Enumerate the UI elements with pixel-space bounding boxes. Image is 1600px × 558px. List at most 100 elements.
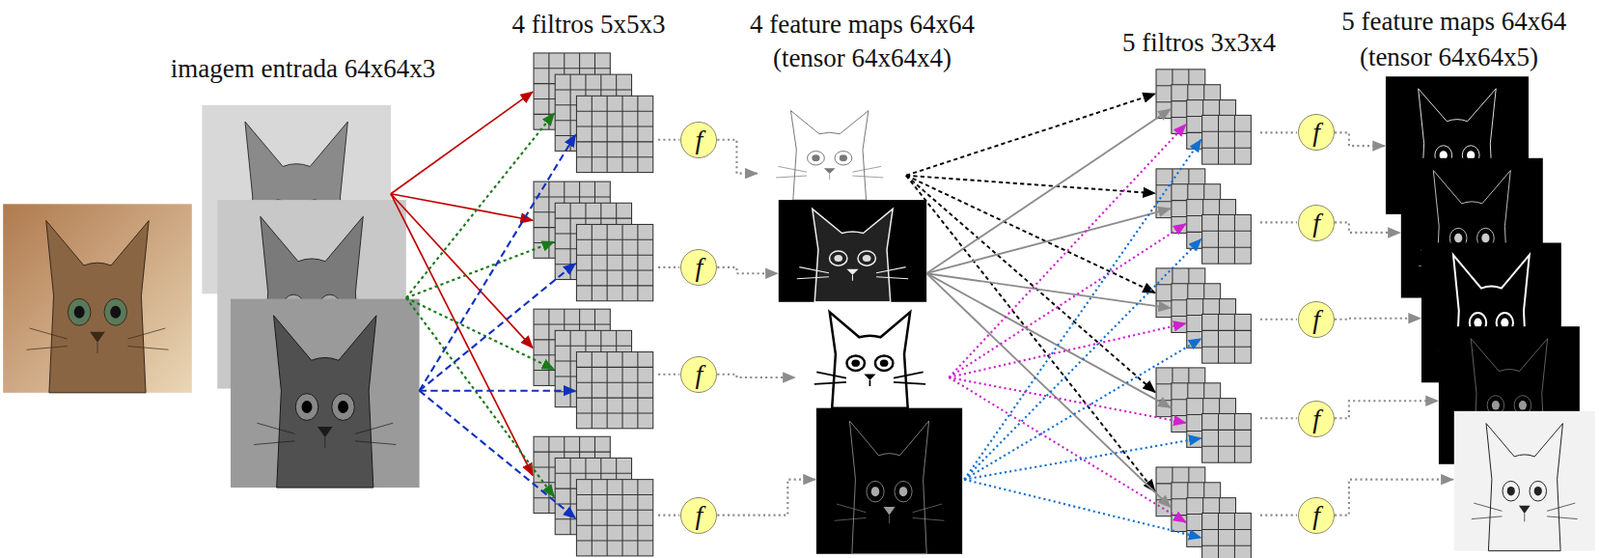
- activation-wire: [658, 373, 680, 376]
- function-symbol: f: [694, 360, 703, 388]
- feature-arrow: [948, 124, 1186, 378]
- feature-arrow: [948, 223, 1186, 378]
- cat-whiskers: [775, 165, 883, 179]
- cat-whiskers: [834, 503, 945, 524]
- input-photo: [2, 203, 193, 392]
- cat-pupil: [833, 254, 843, 262]
- channel-arrow: [406, 298, 554, 497]
- cat-pupil: [871, 486, 880, 497]
- activation-wire: [1334, 221, 1401, 233]
- cat-whiskers: [253, 422, 396, 448]
- image-ground: [796, 303, 944, 409]
- cat-eye: [1529, 480, 1547, 501]
- filter-cell-area: [576, 95, 653, 172]
- cat-eye: [331, 393, 355, 421]
- cat-head: [46, 220, 149, 393]
- channel-arrow: [419, 389, 577, 392]
- feature-arrow: [964, 438, 1201, 480]
- channel-arrow: [419, 390, 577, 519]
- function-symbol: f: [694, 501, 703, 529]
- feature-arrow: [964, 139, 1201, 480]
- channel-arrow: [419, 263, 577, 391]
- feature-arrow: [964, 239, 1201, 480]
- cat-pupil: [851, 359, 860, 367]
- cat-eye: [807, 151, 826, 166]
- activation-circle: f: [680, 248, 718, 286]
- cat-pupil: [110, 305, 121, 319]
- activation-wire: [1260, 131, 1297, 134]
- activation-wire: [1334, 132, 1385, 146]
- function-symbol: f: [1312, 405, 1321, 433]
- cat-whiskers: [1471, 502, 1578, 522]
- column-heading: 4 feature maps 64x64: [749, 11, 975, 41]
- image-ground: [2, 203, 193, 392]
- filter-cell-area: [1202, 214, 1252, 264]
- filter-cell-area: [576, 223, 653, 301]
- function-symbol: f: [1312, 118, 1321, 146]
- cat-pupil: [1500, 318, 1509, 329]
- cat-head: [829, 311, 911, 408]
- channel-arrow: [406, 298, 554, 370]
- cat-pupil: [862, 254, 872, 262]
- filter-grid-lines: [576, 479, 653, 556]
- cat-whiskers: [26, 328, 168, 354]
- cat-pupil: [899, 486, 908, 497]
- activation-wire: [717, 374, 795, 378]
- function-symbol: f: [1312, 501, 1321, 529]
- cat-eye: [104, 298, 127, 326]
- cat-eye: [295, 393, 318, 421]
- filter-grid: [576, 352, 653, 429]
- activation-circle: f: [1297, 204, 1335, 242]
- cat-pupil: [302, 400, 313, 414]
- cat-whiskers: [814, 371, 926, 386]
- cat-pupil: [337, 400, 349, 414]
- activation-wire: [1334, 400, 1438, 418]
- activation-wire: [1260, 514, 1297, 517]
- activation-circle: f: [680, 356, 718, 393]
- cat-pupil: [74, 305, 85, 319]
- filter-cell-area: [1202, 513, 1252, 558]
- cat-pupil: [811, 154, 820, 162]
- column-heading: imagem entrada 64x64x3: [170, 55, 436, 84]
- cat-figure: [814, 311, 926, 408]
- filter-grid-lines: [576, 352, 653, 429]
- function-symbol: f: [1312, 305, 1321, 333]
- filter-grid-lines: [1202, 313, 1252, 363]
- cat-figure: [253, 315, 396, 488]
- cat-figure: [775, 110, 883, 201]
- cat-pupil: [839, 154, 848, 162]
- feature-map: [816, 408, 963, 554]
- feature-arrow: [926, 273, 1171, 308]
- column-heading: 4 filtros 5x5x3: [512, 11, 666, 41]
- filter-grid: [1202, 114, 1252, 165]
- filter-grid-lines: [1202, 114, 1252, 165]
- feature-arrow: [906, 175, 1156, 194]
- filter-grid: [576, 479, 653, 556]
- image-ground: [1454, 411, 1596, 552]
- cat-figure: [1471, 423, 1578, 552]
- cat-nose: [863, 374, 876, 381]
- activation-wire: [717, 267, 777, 274]
- activation-wire: [1334, 479, 1454, 516]
- feature-arrow: [926, 109, 1171, 274]
- activation-wire: [658, 266, 680, 269]
- filter-grid: [1202, 513, 1252, 558]
- cat-pupil: [1473, 318, 1482, 329]
- column-heading: 5 feature maps 64x64: [1341, 7, 1567, 37]
- activation-circle: f: [680, 121, 718, 159]
- cat-eye: [875, 355, 893, 371]
- feature-arrow: [926, 273, 1171, 408]
- filter-cell-area: [1202, 313, 1252, 363]
- filter-grid: [576, 95, 653, 172]
- column-heading: (tensor 64x64x5): [1359, 43, 1539, 73]
- channel-image: [230, 299, 420, 488]
- filter-grid: [1202, 214, 1252, 264]
- feature-map: [1454, 411, 1596, 552]
- filter-grid-lines: [576, 95, 653, 172]
- activation-circle: f: [1297, 496, 1335, 534]
- activation-wire: [1334, 318, 1421, 320]
- cat-figure: [834, 420, 945, 554]
- cat-head: [274, 315, 377, 488]
- image-ground: [758, 102, 902, 200]
- filter-cell-area: [576, 479, 653, 556]
